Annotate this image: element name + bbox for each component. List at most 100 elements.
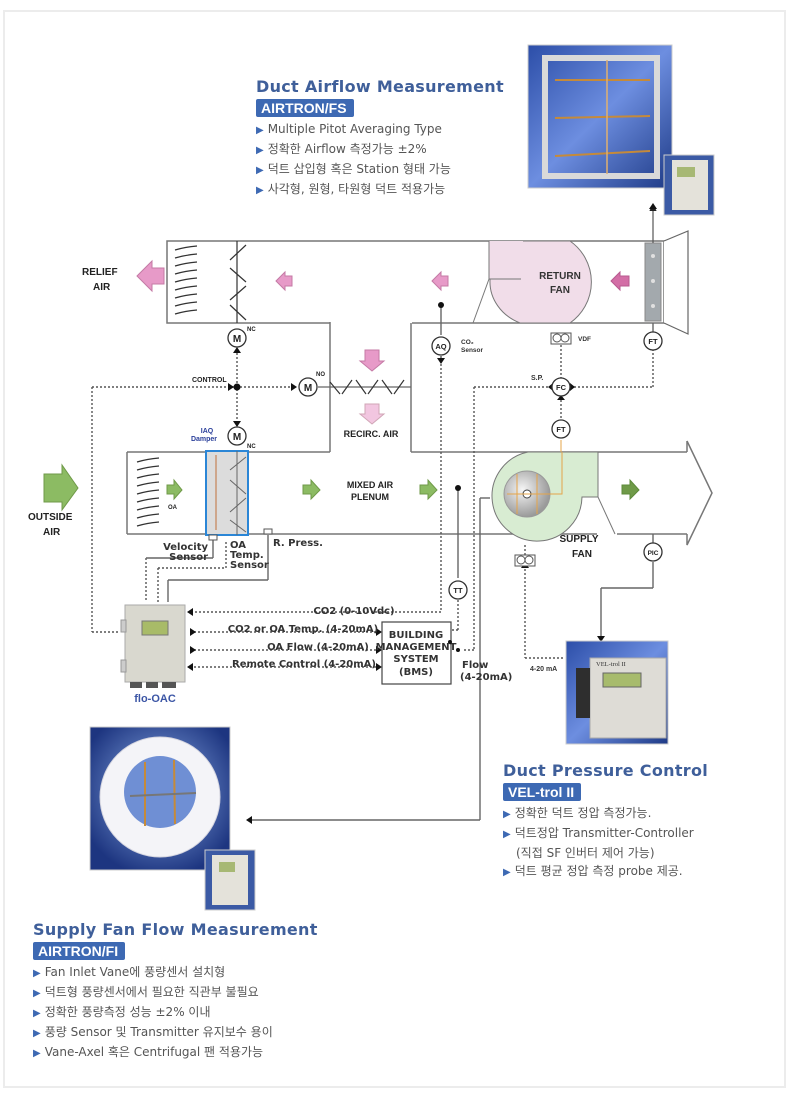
mixed-arrow-1 xyxy=(302,478,321,501)
aq-sensor: AQ CO₂ Sensor xyxy=(431,336,484,356)
oa-arrow xyxy=(166,478,183,501)
svg-text:AQ: AQ xyxy=(435,342,446,351)
list-item: ▶Multiple Pitot Averaging Type xyxy=(256,122,442,136)
list-item: ▶사각형, 원형, 타원형 덕트 적용가능 xyxy=(256,182,446,196)
outside-air-label: OUTSIDE xyxy=(28,512,73,523)
relief-air-section xyxy=(166,240,665,324)
bullet-arrow-icon: ▶ xyxy=(256,145,264,156)
section-title: Duct Pressure Control xyxy=(503,761,709,780)
airtron-fs-photo xyxy=(527,44,673,189)
signal-co2-oa-temp: CO2 or OA Temp. (4-20mA) xyxy=(228,624,378,635)
list-item: ▶덕트 평균 정압 측정 probe 제공. xyxy=(503,864,683,878)
svg-text:BUILDING: BUILDING xyxy=(389,630,443,641)
product-badge: AIRTRON/FS xyxy=(256,99,354,117)
svg-text:M: M xyxy=(233,432,241,443)
flow-signal-label: Flow xyxy=(462,660,488,671)
relief-air-label: RELIEF xyxy=(82,267,118,278)
product-badge: AIRTRON/FI xyxy=(33,942,126,960)
list-item: ▶덕트 삽입형 혹은 Station 형태 가능 xyxy=(256,162,451,176)
control-label: CONTROL xyxy=(192,377,227,384)
svg-text:FT: FT xyxy=(648,337,658,346)
product-badge: VEL-trol II xyxy=(503,783,582,801)
svg-text:M: M xyxy=(233,334,241,345)
list-item-continuation: (직접 SF 인버터 제어 가능) xyxy=(516,846,655,860)
iaq-damper xyxy=(205,450,249,536)
supply-arrow xyxy=(621,478,640,501)
svg-text:PLENUM: PLENUM xyxy=(351,492,389,502)
bullet-arrow-icon: ▶ xyxy=(256,125,264,136)
return-fan-label: RETURN xyxy=(539,271,581,282)
supply-4-20ma-label: 4-20 mA xyxy=(530,666,557,673)
bullet-arrow-icon: ▶ xyxy=(256,185,264,196)
svg-text:Temp.: Temp. xyxy=(230,550,264,561)
svg-text:Sensor: Sensor xyxy=(169,552,208,563)
svg-text:NC: NC xyxy=(247,444,256,450)
recirc-air-label: RECIRC. AIR xyxy=(344,429,399,439)
list-item: ▶덕트정압 Transmitter-Controller xyxy=(503,826,694,840)
feature-list: ▶정확한 덕트 정압 측정가능. ▶덕트정압 Transmitter-Contr… xyxy=(503,804,708,882)
supply-fan-label: SUPPLY xyxy=(559,534,598,545)
svg-text:Sensor: Sensor xyxy=(230,560,269,571)
motor-iaq: M NC xyxy=(227,426,256,450)
airtron-fi-transmitter-photo xyxy=(204,849,256,911)
oa-label: OA xyxy=(168,505,178,511)
bullet-arrow-icon: ▶ xyxy=(503,867,511,878)
bullet-arrow-icon: ▶ xyxy=(33,988,41,999)
signal-remote-control: Remote Control (4-20mA) xyxy=(232,659,376,670)
ft-supply: FT xyxy=(551,419,571,439)
svg-text:M: M xyxy=(304,383,312,394)
duct-airflow-section: Duct Airflow Measurement AIRTRON/FS ▶Mul… xyxy=(256,77,504,200)
list-item: ▶Vane-Axel 혹은 Centrifugal 팬 적용가능 xyxy=(33,1045,264,1059)
supply-fan-flow-section: Supply Fan Flow Measurement AIRTRON/FI ▶… xyxy=(33,920,318,1063)
svg-text:Sensor: Sensor xyxy=(461,347,484,354)
bullet-arrow-icon: ▶ xyxy=(256,165,264,176)
return-flow-arrow xyxy=(431,270,449,292)
svg-text:flo-OAC: flo-OAC xyxy=(134,693,176,705)
recirc-arrow-bottom xyxy=(358,403,386,425)
feature-list: ▶Multiple Pitot Averaging Type ▶정확한 Airf… xyxy=(256,120,504,200)
section-title: Duct Airflow Measurement xyxy=(256,77,504,96)
list-item: ▶정확한 덕트 정압 측정가능. xyxy=(503,806,652,820)
svg-text:TT: TT xyxy=(453,586,463,595)
bms-box: BUILDING MANAGEMENT SYSTEM (BMS) xyxy=(376,621,457,685)
vdf-supply xyxy=(514,554,536,567)
motor-recirc: M NO xyxy=(298,372,325,397)
iaq-damper-label: IAQ xyxy=(201,428,214,435)
svg-text:NO: NO xyxy=(316,372,325,378)
pic-controller: PIC xyxy=(643,542,663,562)
duct-pressure-section: Duct Pressure Control VEL-trol II ▶정확한 덕… xyxy=(503,761,708,882)
svg-text:VEL-trol II: VEL-trol II xyxy=(596,661,626,668)
svg-text:NC: NC xyxy=(247,327,256,333)
section-title: Supply Fan Flow Measurement xyxy=(33,920,318,939)
velocity-sensor-label: Velocity xyxy=(163,542,208,553)
airtron-fi-photo xyxy=(89,726,231,871)
signal-oa-flow: OA Flow (4-20mA) xyxy=(267,642,369,653)
mixed-arrow-2 xyxy=(419,478,438,501)
flo-oac-controller: flo-OAC xyxy=(120,604,186,705)
bullet-arrow-icon: ▶ xyxy=(33,1028,41,1039)
mixed-air-label: MIXED AIR xyxy=(347,480,394,490)
svg-text:FT: FT xyxy=(556,425,566,434)
svg-text:FC: FC xyxy=(556,383,567,392)
ft-return: FT xyxy=(643,331,663,351)
svg-text:AIR: AIR xyxy=(93,282,111,293)
outside-air-arrow xyxy=(43,463,79,512)
recirc-damper xyxy=(318,379,411,395)
svg-text:(4-20mA): (4-20mA) xyxy=(460,672,512,683)
fc-controller: FC S.P. xyxy=(531,375,571,397)
svg-text:CO₂: CO₂ xyxy=(461,339,474,346)
supply-fan xyxy=(491,451,616,542)
signal-co2: CO2 (0-10Vdc) xyxy=(313,606,394,617)
svg-text:PIC: PIC xyxy=(648,550,659,557)
list-item: ▶정확한 Airflow 측정가능 ±2% xyxy=(256,142,427,156)
bullet-arrow-icon: ▶ xyxy=(33,1008,41,1019)
bullet-arrow-icon: ▶ xyxy=(33,1048,41,1059)
recirc-arrow-top xyxy=(358,349,386,372)
vel-trol-photo: VEL-trol II xyxy=(565,640,669,745)
svg-text:AIR: AIR xyxy=(43,527,61,538)
bullet-arrow-icon: ▶ xyxy=(503,829,511,840)
svg-text:FAN: FAN xyxy=(550,285,570,296)
relief-flow-arrow xyxy=(275,270,293,292)
svg-text:MANAGEMENT: MANAGEMENT xyxy=(376,642,457,653)
